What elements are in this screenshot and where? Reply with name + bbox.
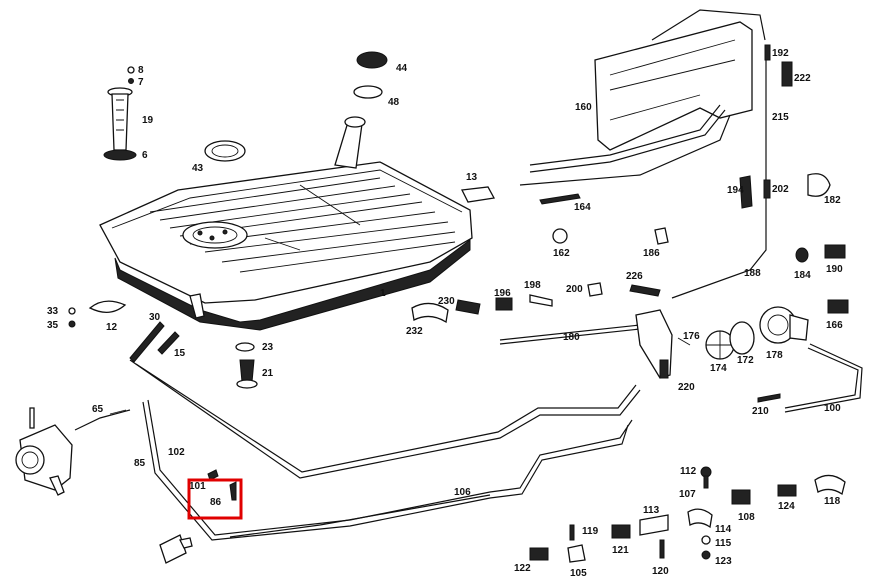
part-label: 105 bbox=[570, 568, 587, 579]
part-labels: 8 7 19 6 43 44 48 13 1 12 33 35 30 15 23… bbox=[47, 48, 843, 579]
part-label: 122 bbox=[514, 563, 531, 574]
part-label: 166 bbox=[826, 320, 843, 331]
part-label: 6 bbox=[142, 150, 148, 161]
part-label: 215 bbox=[772, 112, 789, 123]
part-label: 19 bbox=[142, 115, 154, 126]
part-label: 180 bbox=[563, 332, 580, 343]
part-label: 182 bbox=[824, 195, 841, 206]
part-label: 114 bbox=[715, 524, 732, 535]
part-label: 118 bbox=[824, 496, 841, 507]
part-label: 15 bbox=[174, 348, 186, 359]
clip-parts bbox=[207, 469, 237, 501]
highlight-box bbox=[187, 478, 243, 520]
part-label: 43 bbox=[192, 163, 204, 174]
part-label: 7 bbox=[138, 77, 144, 88]
part-label: 108 bbox=[738, 512, 755, 523]
part-label: 164 bbox=[574, 202, 591, 213]
part-label: 115 bbox=[715, 538, 732, 549]
part-label: 113 bbox=[643, 505, 660, 516]
part-label: 35 bbox=[47, 320, 59, 331]
part-label: 230 bbox=[438, 296, 455, 307]
part-label: 222 bbox=[794, 73, 811, 84]
part-label: 196 bbox=[494, 288, 511, 299]
part-label: 106 bbox=[454, 487, 471, 498]
part-label: 190 bbox=[826, 264, 843, 275]
part-label: 176 bbox=[683, 331, 700, 342]
part-label: 102 bbox=[168, 447, 185, 458]
part-label: 48 bbox=[388, 97, 400, 108]
part-label: 112 bbox=[680, 466, 697, 477]
part-label: 162 bbox=[553, 248, 570, 259]
highlighted-part-label: 86 bbox=[210, 497, 222, 508]
fuel-lines bbox=[74, 359, 641, 541]
part-label: 85 bbox=[134, 458, 146, 469]
part-label: 44 bbox=[396, 63, 408, 74]
part-label: 186 bbox=[643, 248, 660, 259]
part-label: 30 bbox=[149, 312, 161, 323]
part-label: 202 bbox=[772, 184, 789, 195]
part-label: 8 bbox=[138, 65, 144, 76]
part-label: 101 bbox=[189, 481, 206, 492]
part-label: 100 bbox=[824, 403, 841, 414]
part-label: 119 bbox=[582, 526, 599, 537]
part-label: 13 bbox=[466, 172, 478, 183]
part-label: 172 bbox=[737, 355, 754, 366]
middle-parts bbox=[411, 282, 863, 413]
part-label: 23 bbox=[262, 342, 274, 353]
part-label: 194 bbox=[727, 185, 744, 196]
part-label: 33 bbox=[47, 306, 59, 317]
part-label: 200 bbox=[566, 284, 583, 295]
part-label: 192 bbox=[772, 48, 789, 59]
part-label: 12 bbox=[106, 322, 118, 333]
part-label: 65 bbox=[92, 404, 104, 415]
lower-right-parts bbox=[529, 466, 846, 563]
part-label: 1 bbox=[380, 288, 386, 299]
part-label: 21 bbox=[262, 368, 274, 379]
part-label: 174 bbox=[710, 363, 727, 374]
part-label: 121 bbox=[612, 545, 629, 556]
part-label: 107 bbox=[679, 489, 696, 500]
part-label: 220 bbox=[678, 382, 695, 393]
fuel-filter bbox=[159, 534, 193, 564]
part-label: 210 bbox=[752, 406, 769, 417]
expansion-tank bbox=[519, 9, 767, 299]
fuel-pump bbox=[15, 407, 73, 496]
sender-parts bbox=[103, 51, 496, 203]
part-label: 178 bbox=[766, 350, 783, 361]
part-label: 124 bbox=[778, 501, 795, 512]
part-label: 184 bbox=[794, 270, 811, 281]
part-label: 120 bbox=[652, 566, 669, 577]
part-label: 198 bbox=[524, 280, 541, 291]
part-label: 226 bbox=[626, 271, 643, 282]
right-small-parts bbox=[539, 44, 849, 314]
part-label: 188 bbox=[744, 268, 761, 279]
left-parts bbox=[68, 300, 258, 389]
part-label: 232 bbox=[406, 326, 423, 337]
fuel-tank bbox=[99, 116, 473, 331]
part-label: 160 bbox=[575, 102, 592, 113]
part-label: 123 bbox=[715, 556, 732, 567]
